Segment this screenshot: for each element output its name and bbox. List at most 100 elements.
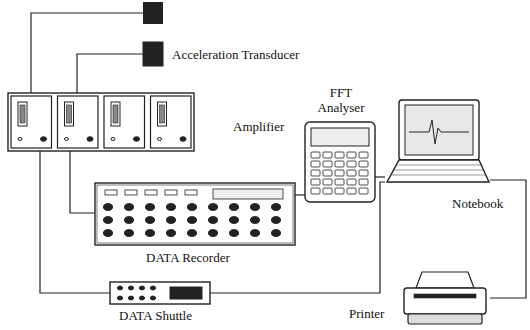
shape-part bbox=[272, 217, 281, 224]
shape-part bbox=[125, 204, 134, 211]
shape-part bbox=[311, 128, 369, 146]
notebook-computer: Notebook bbox=[385, 100, 490, 185]
shape-part bbox=[104, 204, 113, 211]
notebook-computer-outline bbox=[385, 100, 490, 185]
shape-part bbox=[359, 188, 368, 194]
shape-part bbox=[146, 217, 155, 224]
shape-part bbox=[347, 161, 356, 167]
shape-part bbox=[335, 179, 344, 185]
shape-part bbox=[58, 96, 99, 148]
device-label: Acceleration Transducer bbox=[171, 47, 300, 62]
shape-part bbox=[251, 230, 260, 237]
shape-part bbox=[347, 152, 356, 158]
device-label: Printer bbox=[348, 306, 385, 321]
shape-part bbox=[105, 190, 117, 195]
shape-part bbox=[311, 179, 320, 185]
shape-part bbox=[359, 161, 368, 167]
signal-cable bbox=[295, 194, 305, 195]
shape-part bbox=[146, 230, 155, 237]
signal-cable bbox=[70, 151, 95, 213]
keyboard-base bbox=[387, 160, 489, 182]
shape-part bbox=[117, 296, 122, 300]
shape-part bbox=[139, 286, 144, 290]
shape-part bbox=[125, 230, 134, 237]
shape-part bbox=[87, 137, 93, 142]
device-label: FFT Analyser bbox=[310, 85, 372, 115]
shape-part bbox=[359, 170, 368, 176]
shape-part bbox=[165, 190, 177, 195]
data-recorder-box-outline bbox=[95, 183, 295, 245]
printer-box-outline bbox=[400, 270, 490, 326]
shape-part bbox=[335, 170, 344, 176]
shape-part bbox=[104, 230, 113, 237]
shape-part bbox=[150, 286, 155, 290]
shape-part bbox=[139, 296, 144, 300]
shape-part bbox=[323, 170, 332, 176]
shape-part bbox=[305, 122, 375, 202]
shape-part bbox=[167, 204, 176, 211]
shape-part bbox=[18, 138, 22, 141]
shape-part bbox=[251, 217, 260, 224]
transducer-square bbox=[143, 2, 163, 24]
shape-part bbox=[209, 217, 218, 224]
transducer-wire bbox=[31, 13, 143, 93]
shape-part bbox=[167, 230, 176, 237]
shape-part bbox=[185, 190, 197, 195]
shape-part bbox=[170, 287, 202, 299]
printer-box: Printer bbox=[400, 270, 490, 326]
shape-part bbox=[113, 105, 118, 123]
shape-part bbox=[404, 288, 486, 314]
fft-analyser-box-outline bbox=[305, 122, 375, 202]
shape-part bbox=[20, 105, 25, 123]
shape-part bbox=[311, 170, 320, 176]
shape-part bbox=[11, 96, 52, 148]
signal-cable bbox=[77, 54, 143, 93]
shape-part bbox=[188, 230, 197, 237]
shape-part bbox=[111, 102, 120, 126]
shape-part bbox=[311, 152, 320, 158]
shape-part bbox=[160, 105, 165, 123]
shape-part bbox=[323, 152, 332, 158]
shape-part bbox=[97, 185, 293, 243]
shape-part bbox=[158, 138, 162, 141]
data-recorder-box: DATA Recorder bbox=[95, 183, 295, 245]
shape-part bbox=[41, 137, 47, 142]
shape-part bbox=[111, 138, 115, 141]
shape-part bbox=[188, 204, 197, 211]
shape-part bbox=[335, 188, 344, 194]
device-label: DATA Recorder bbox=[145, 250, 231, 265]
shape-part bbox=[359, 179, 368, 185]
shape-part bbox=[347, 188, 356, 194]
shape-part bbox=[230, 217, 239, 224]
shape-part bbox=[414, 294, 476, 298]
shape-part bbox=[347, 170, 356, 176]
device-label: DATA Shuttle bbox=[118, 308, 193, 323]
shape-part bbox=[399, 100, 479, 160]
shape-part bbox=[143, 42, 163, 66]
transducer-square-outline bbox=[143, 42, 163, 66]
shape-part bbox=[188, 217, 197, 224]
key-row bbox=[391, 175, 487, 176]
shape-part bbox=[158, 102, 167, 126]
shape-part bbox=[128, 286, 133, 290]
shape-part bbox=[323, 179, 332, 185]
key-row bbox=[394, 170, 484, 171]
shape-part bbox=[209, 230, 218, 237]
data-shuttle-box: DATA Shuttle bbox=[110, 282, 210, 304]
shape-part bbox=[65, 102, 74, 126]
shape-part bbox=[213, 189, 283, 199]
shape-part bbox=[272, 230, 281, 237]
shape-part bbox=[180, 137, 186, 142]
fft-analyser-box: FFT Analyser bbox=[305, 122, 375, 202]
shape-part bbox=[104, 96, 145, 148]
device-label: Notebook bbox=[451, 196, 504, 211]
device-label: Amplifier bbox=[232, 119, 285, 134]
key-row bbox=[397, 165, 481, 166]
shape-part bbox=[335, 161, 344, 167]
shape-part bbox=[146, 204, 155, 211]
shape-part bbox=[95, 183, 295, 245]
shape-part bbox=[18, 102, 27, 126]
shape-part bbox=[65, 138, 69, 141]
shape-part bbox=[311, 161, 320, 167]
data-shuttle-box-outline bbox=[110, 282, 210, 304]
